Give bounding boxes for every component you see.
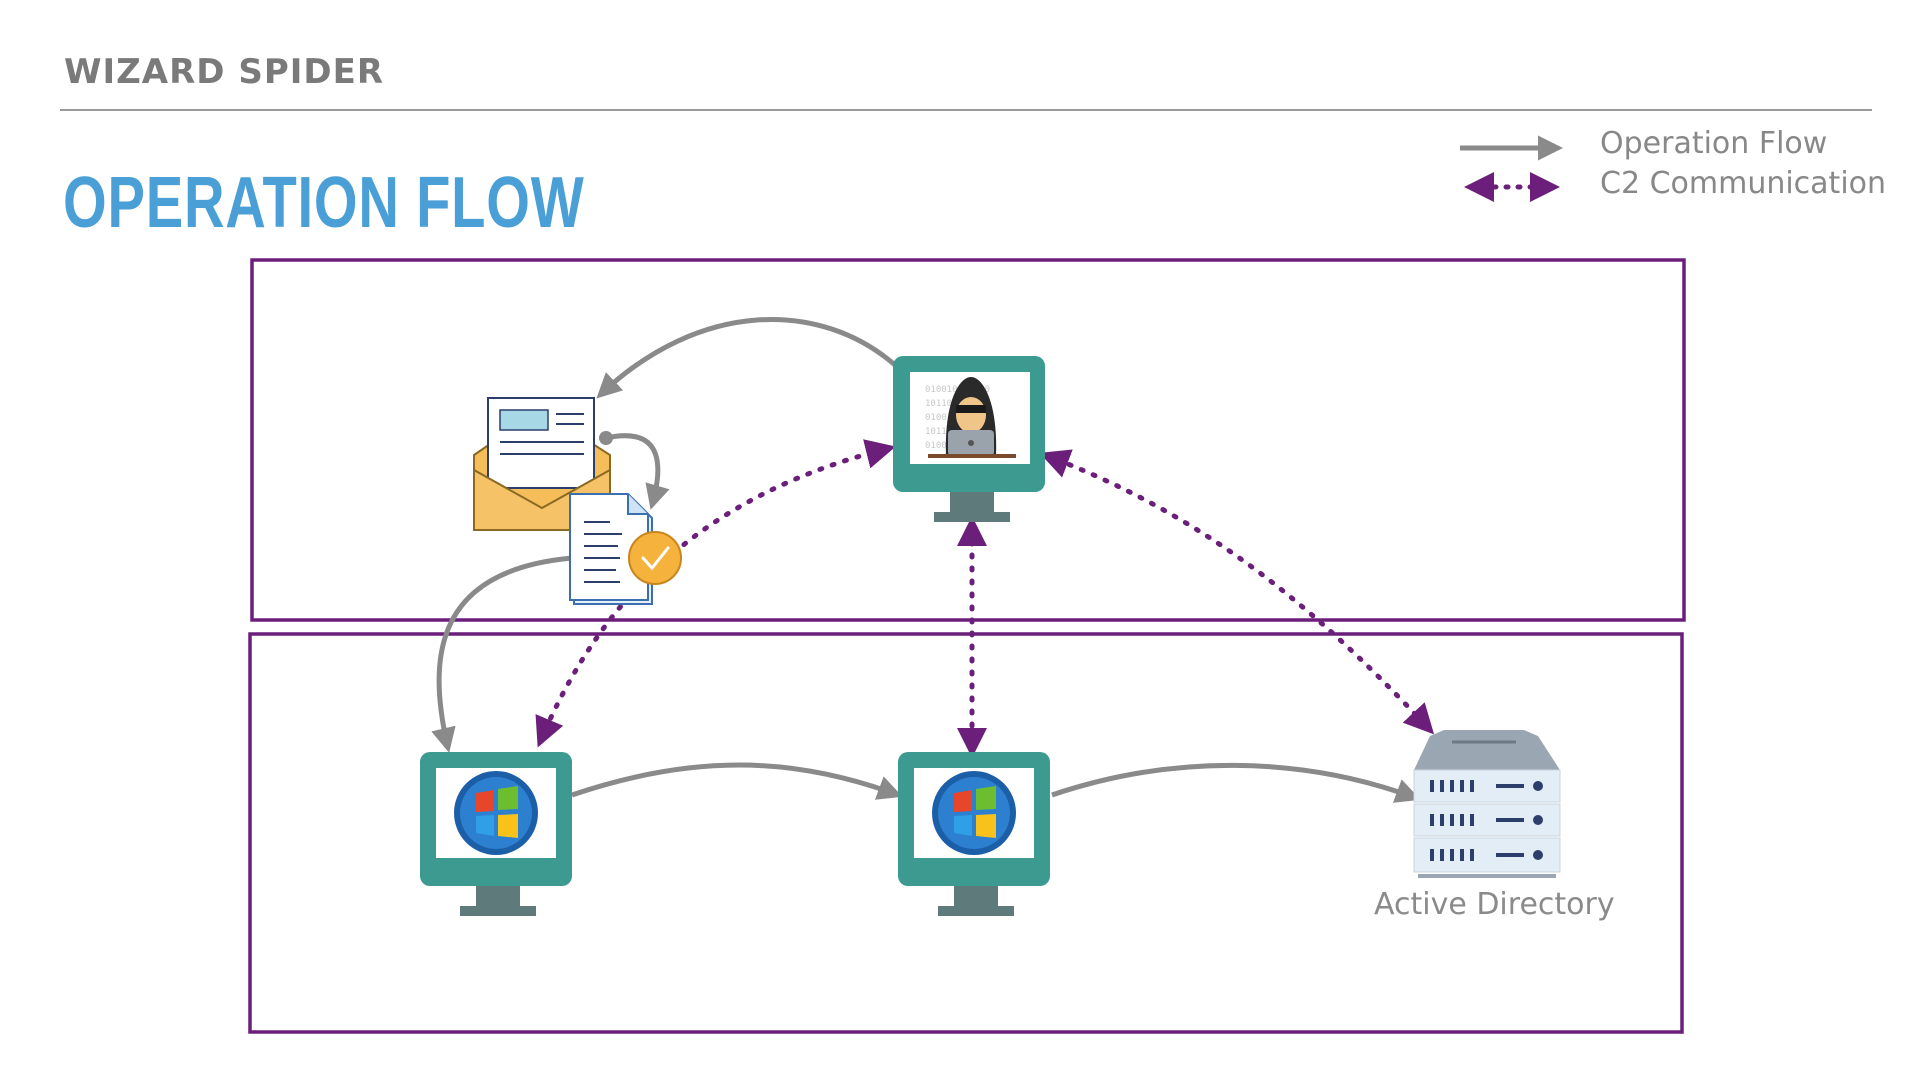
flow-workstation2-to-server [1051, 762, 1421, 803]
page-title: OPERATION FLOW [63, 163, 585, 243]
header-divider [60, 109, 1872, 111]
flow-attacker-to-email [596, 317, 897, 399]
flow-document-to-workstation1 [431, 555, 573, 753]
legend-c2-communication: C2 Communication [1600, 166, 1887, 201]
verified-document-icon [569, 493, 682, 605]
active-directory-label: Active Directory [1374, 887, 1615, 922]
flow-workstation1-to-workstation2 [571, 762, 903, 800]
c2-attacker-server [1039, 449, 1435, 735]
section-header: WIZARD SPIDER [64, 52, 385, 92]
hacker-monitor-icon: 0100101 0110 1011001 1010 0100110 0101 1… [893, 356, 1045, 522]
legend-operation-flow: Operation Flow [1600, 126, 1828, 161]
server-icon [1413, 730, 1561, 878]
windows-monitor-icon [898, 752, 1050, 916]
windows-monitor-icon [420, 752, 572, 916]
